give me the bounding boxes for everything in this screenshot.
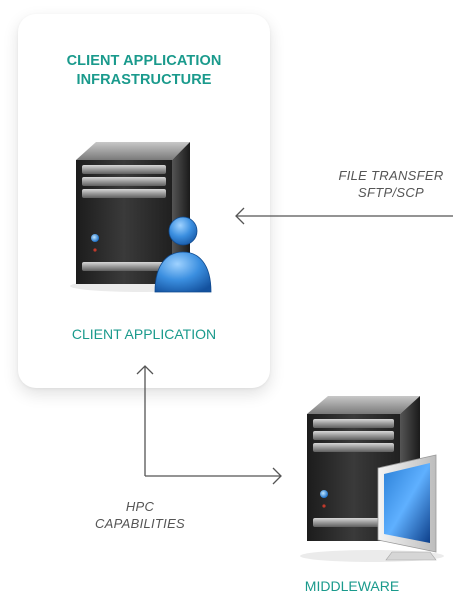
hpc-capabilities-label: CAPABILITIES [94,516,186,531]
server-with-user-icon [70,142,212,293]
server-with-monitor-icon [300,396,444,562]
client-application-label: CLIENT APPLICATION [71,326,217,342]
hpc-connector-arrows [136,365,282,485]
file-transfer-label: FILE TRANSFER [338,168,444,183]
middleware-label: MIDDLEWARE [304,578,400,594]
file-transfer-protocol-label: SFTP/SCP [358,185,424,200]
client-infrastructure-title: CLIENT APPLICATION INFRASTRUCTURE [66,53,222,88]
file-transfer-arrow [235,207,453,225]
hpc-label: HPC [125,499,155,514]
